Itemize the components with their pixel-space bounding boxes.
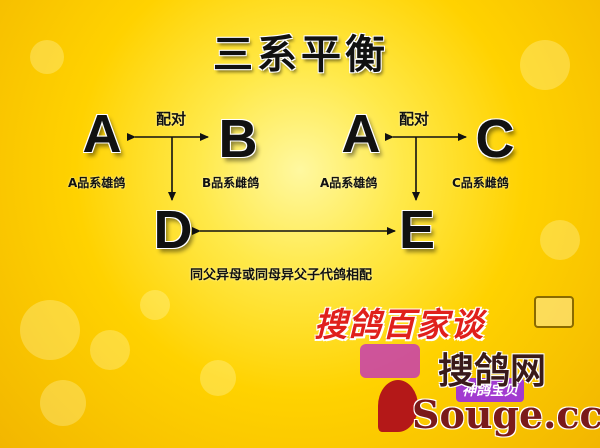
bottom-note: 同父异母或同母异父子代鸽相配 [190,268,373,283]
show-logo-subtitle: 神鸽宝贝 [456,378,524,402]
bokeh-decoration [20,300,80,360]
caption-b: B品系雌鸽 [202,176,260,190]
logo-decoration [360,344,420,378]
watermark-domain: Souge.cc [412,392,600,437]
node-e: E [398,200,436,260]
bird-logo-icon [378,380,418,432]
diagram-title: 三系平衡 [213,32,389,78]
tv-icon [534,296,574,328]
caption-a-left: A品系雄鸽 [68,176,126,190]
bokeh-decoration [40,380,86,426]
bokeh-decoration [520,40,570,90]
node-c: C [475,109,515,169]
bokeh-decoration [540,220,580,260]
node-b: B [218,109,258,169]
bokeh-decoration [200,360,236,396]
watermark-site-name: 搜鸽网 [438,351,547,392]
bokeh-decoration [90,330,130,370]
bokeh-decoration [30,40,64,74]
node-a-right: A [341,104,381,164]
caption-a-right: A品系雄鸽 [320,176,378,190]
pair-label-right: 配对 [399,110,430,128]
pair-label-left: 配对 [156,110,187,128]
node-a-left: A [82,104,122,164]
caption-c: C品系雌鸽 [452,176,509,190]
bokeh-decoration [140,290,170,320]
node-d: D [153,200,193,260]
show-logo-text: 搜鸽百家谈 [314,305,484,344]
